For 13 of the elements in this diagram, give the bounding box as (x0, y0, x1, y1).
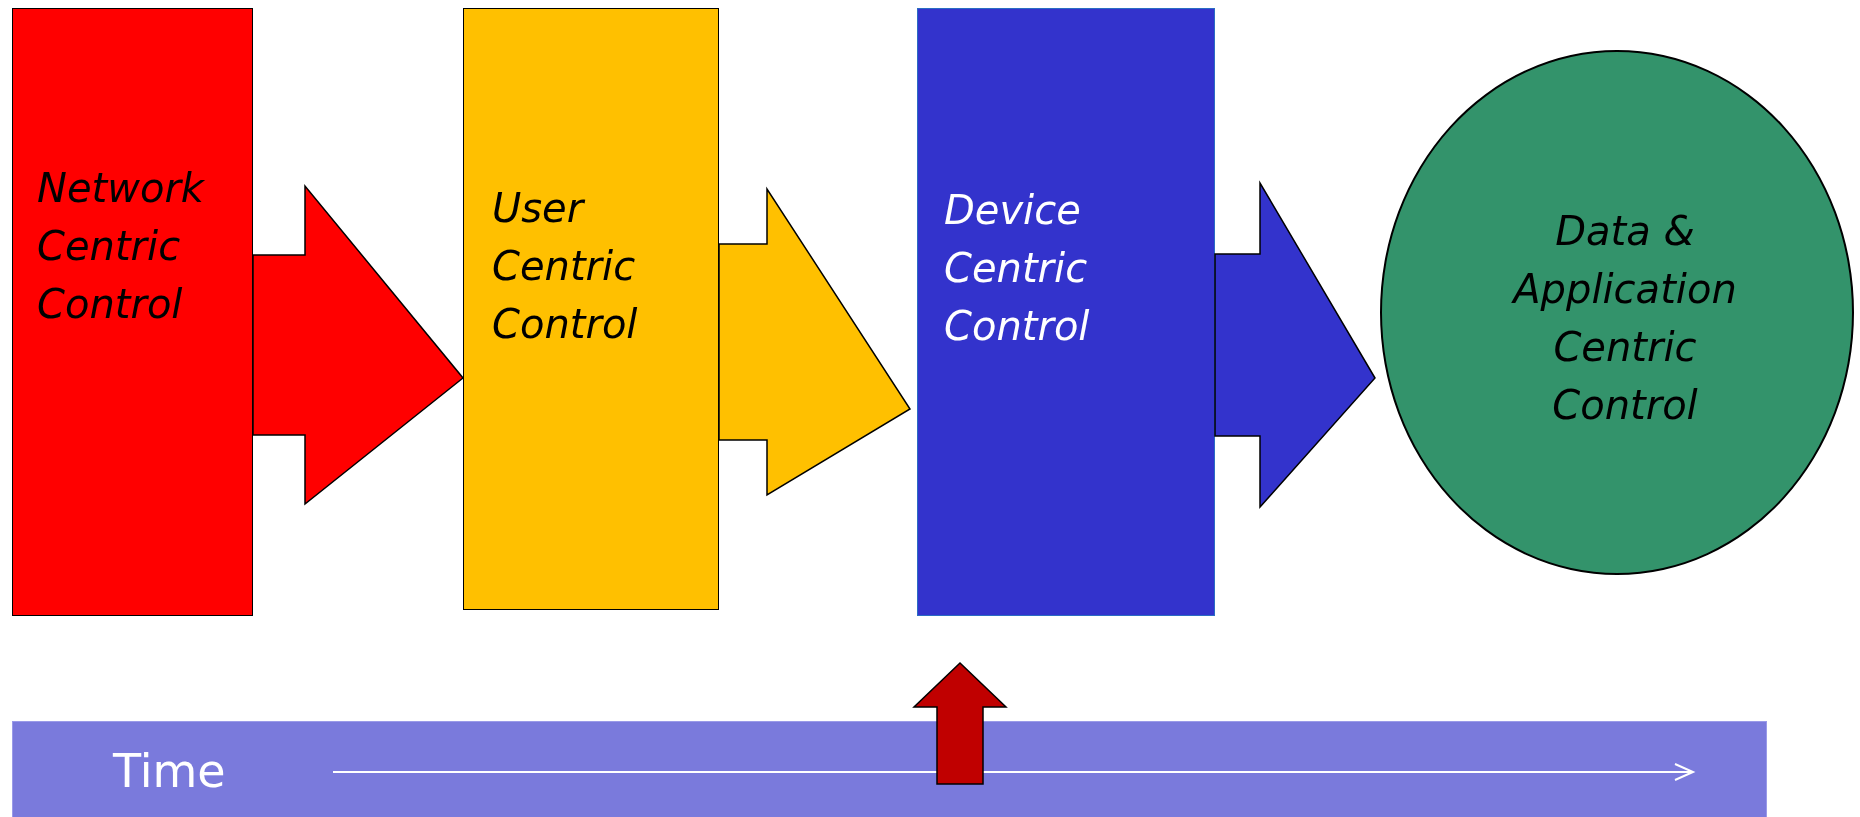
process-box (917, 8, 1215, 616)
node-label: Data & Application Centric Control (1510, 207, 1738, 430)
block-arrow (912, 661, 1008, 785)
node-label: Device Centric Control (944, 186, 1090, 351)
process-box (12, 8, 253, 616)
node-label: User Centric Control (492, 184, 638, 349)
block-arrow (252, 183, 465, 506)
node-label: Network Centric Control (37, 164, 204, 329)
band-label: Time (113, 743, 226, 800)
process-box (463, 8, 719, 610)
block-arrow (1214, 180, 1376, 509)
timeline-band (12, 721, 1767, 817)
block-arrow (718, 186, 912, 497)
